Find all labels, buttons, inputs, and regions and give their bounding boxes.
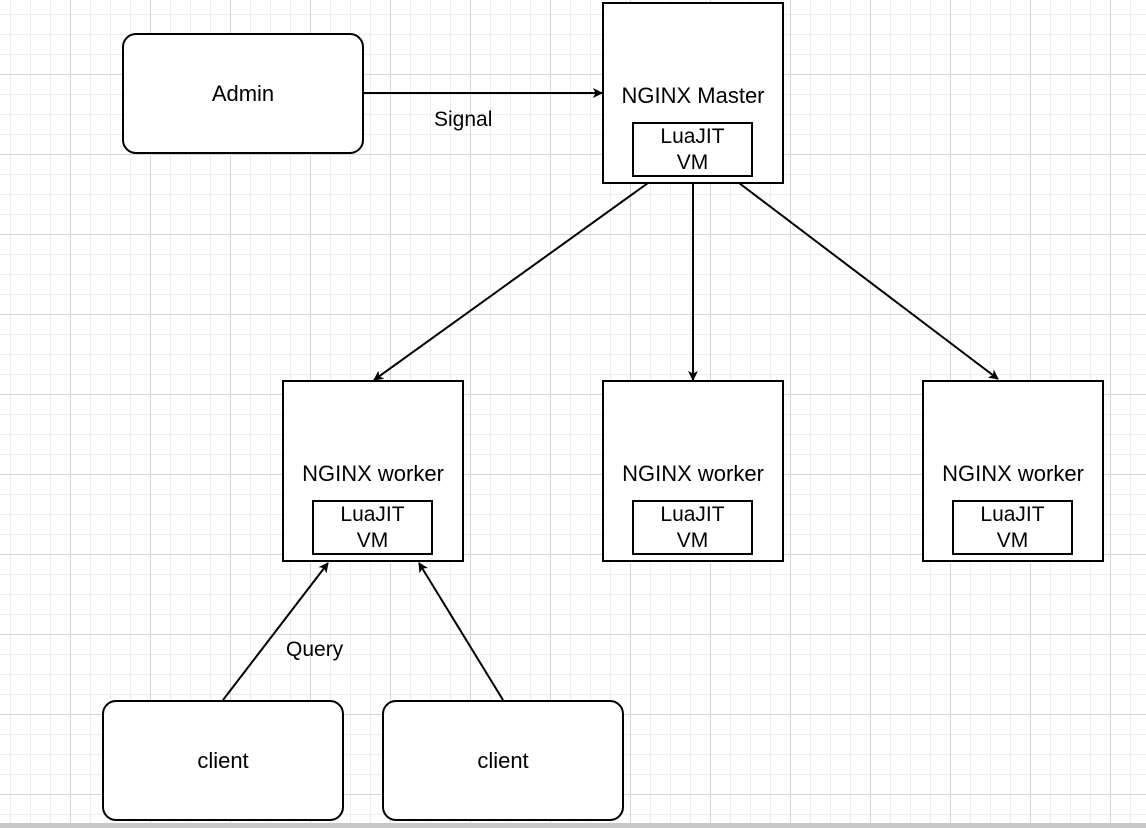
nginx-worker-node-2[interactable]: NGINX worker LuaJIT VM (602, 380, 784, 562)
admin-node[interactable]: Admin (122, 33, 364, 154)
client-label: client (197, 747, 249, 773)
nginx-master-label: NGINX Master (621, 83, 765, 108)
master-to-worker-3-arrow (738, 182, 999, 380)
client-label: client (477, 747, 529, 773)
client-node-1[interactable]: client (102, 700, 344, 821)
query-arrow-client-1 (222, 562, 329, 701)
query-arrow-client-2 (418, 562, 504, 701)
vm-label-line-1: LuaJIT (660, 502, 725, 526)
admin-label: Admin (211, 80, 275, 106)
vm-label-line-2: VM (676, 528, 709, 552)
master-luajit-vm: LuaJIT VM (632, 122, 753, 177)
vm-label-line-1: LuaJIT (340, 502, 405, 526)
nginx-worker-node-1[interactable]: NGINX worker LuaJIT VM (282, 380, 464, 562)
vm-label-line-2: VM (676, 150, 709, 174)
worker-luajit-vm: LuaJIT VM (952, 500, 1073, 555)
nginx-worker-label: NGINX worker (942, 461, 1084, 486)
nginx-worker-label: NGINX worker (302, 461, 444, 486)
nginx-worker-node-3[interactable]: NGINX worker LuaJIT VM (922, 380, 1104, 562)
nginx-master-node[interactable]: NGINX Master LuaJIT VM (602, 2, 784, 184)
canvas-bottom-border (0, 823, 1146, 828)
query-edge-label: Query (286, 638, 344, 661)
nginx-worker-label: NGINX worker (622, 461, 764, 486)
client-node-2[interactable]: client (382, 700, 624, 821)
signal-edge-label: Signal (434, 108, 493, 131)
vm-label-line-2: VM (356, 528, 389, 552)
vm-label-line-1: LuaJIT (980, 502, 1045, 526)
master-to-worker-1-arrow (373, 182, 649, 381)
vm-label-line-2: VM (996, 528, 1029, 552)
vm-label-line-1: LuaJIT (660, 124, 725, 148)
worker-luajit-vm: LuaJIT VM (312, 500, 433, 555)
worker-luajit-vm: LuaJIT VM (632, 500, 753, 555)
